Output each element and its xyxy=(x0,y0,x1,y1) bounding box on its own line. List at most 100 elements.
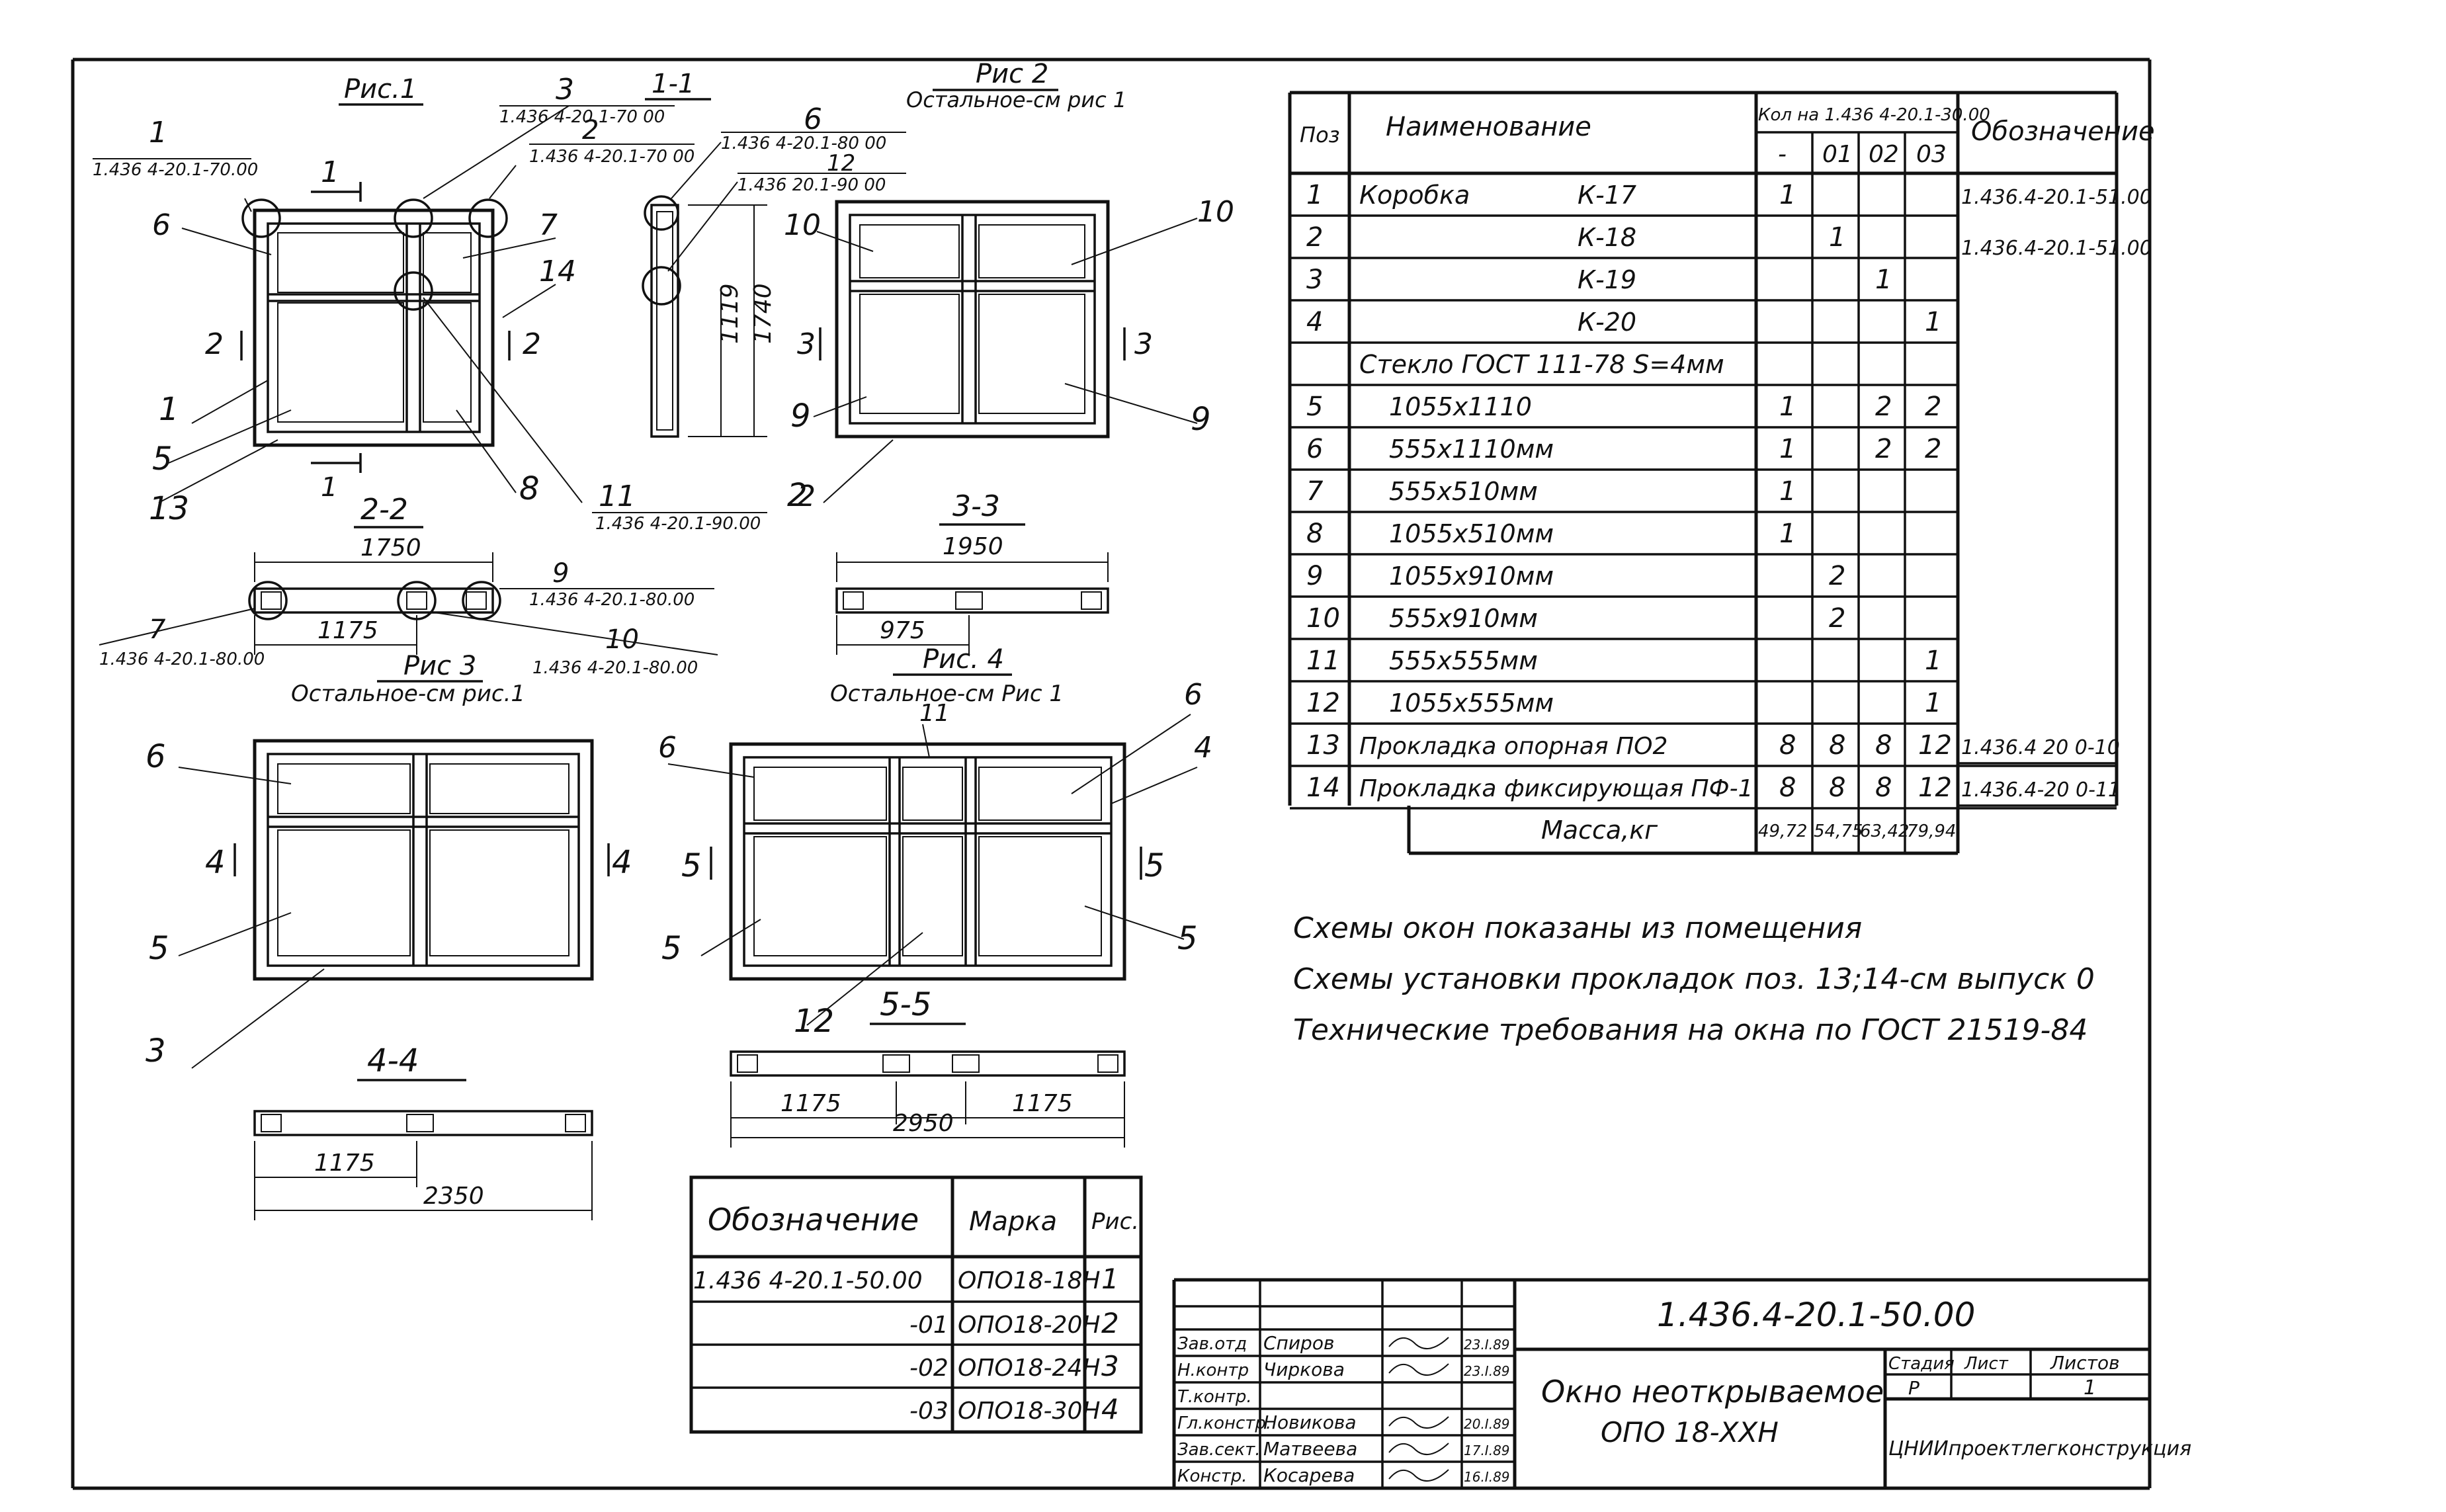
fig1-callout-ref: 1.436 4-20.1-70 00 xyxy=(529,147,695,167)
spec-cell-qty: 1 xyxy=(1779,180,1796,210)
marks-cell-mark: ОПО18-18Н xyxy=(958,1267,1100,1294)
spec-cell-mark: К-17 xyxy=(1578,181,1636,210)
signature-mark xyxy=(1388,1443,1449,1456)
fig2-label: 2 xyxy=(797,480,816,513)
spec-cell-pos: 5 xyxy=(1306,392,1323,422)
doc-name-line1: Окно неоткрываемое xyxy=(1541,1374,1884,1409)
sec22-callout-ref: 1.436 4-20.1-80.00 xyxy=(529,590,695,610)
signer-name: Косарева xyxy=(1263,1464,1355,1486)
dim-1119: 1119 xyxy=(716,283,743,344)
section-mark-4: 4 xyxy=(612,844,632,881)
spec-cell-name: 1055х1110 xyxy=(1389,392,1532,421)
spec-cell-name: 555х1110мм xyxy=(1389,435,1554,464)
spec-cell-name: Прокладка опорная ПО2 xyxy=(1359,733,1667,760)
dim-1740: 1740 xyxy=(749,283,777,344)
spec-cell-pos: 3 xyxy=(1306,265,1323,295)
section-mark-2: 2 xyxy=(205,327,224,361)
section-4-4-title: 4-4 xyxy=(367,1042,419,1079)
fig1-callout-num: 1 xyxy=(149,116,167,149)
fig1-callout-num: 12 xyxy=(827,150,855,177)
signer-name: Матвеева xyxy=(1263,1438,1357,1460)
fig3-title: Рис 3 xyxy=(403,651,476,681)
fig2-subtitle: Остальное-см рис 1 xyxy=(906,87,1126,112)
section-4-4: 4-4 1175 2350 xyxy=(253,1042,593,1220)
signer-date: 16.I.89 xyxy=(1464,1469,1510,1485)
mass-value: 79,94 xyxy=(1907,821,1956,841)
sec22-callout-ref: 1.436 4-20.1-80.00 xyxy=(99,650,265,669)
note-line: Схемы установки прокладок поз. 13;14-см … xyxy=(1293,962,2095,996)
signature-mark xyxy=(1388,1469,1449,1482)
spec-cell-designation: 1.436.4-20 0-11 xyxy=(1961,778,2121,802)
section-mark-4: 4 xyxy=(205,844,226,881)
dim-2350: 2350 xyxy=(423,1183,484,1210)
spec-cell-qty: 8 xyxy=(1779,730,1796,761)
fig2-label: 10 xyxy=(784,208,821,242)
spec-cell-name: Прокладка фиксирующая ПФ-1 xyxy=(1359,775,1753,802)
mass-value: 49,72 xyxy=(1758,821,1807,841)
section-mark-1: 1 xyxy=(321,155,339,189)
spec-cell-qty: 1 xyxy=(1925,688,1941,718)
spec-cell-pos: 13 xyxy=(1306,730,1340,761)
signer-role: Т.контр. xyxy=(1177,1387,1252,1407)
marks-cell-designation: -01 xyxy=(909,1312,949,1339)
marks-cell-designation: -03 xyxy=(909,1398,949,1425)
spec-cell-qty: 2 xyxy=(1875,392,1892,422)
signer-name: Новикова xyxy=(1263,1411,1357,1433)
fig1-callout-ref: 1.436 4-20.1-90.00 xyxy=(595,514,761,534)
fig3-label: 5 xyxy=(149,930,169,967)
section-1-1: 1-1 1119 1740 6 1.436 4-20.1-80 00 12 1.… xyxy=(642,69,906,438)
dim-1175: 1175 xyxy=(1012,1090,1073,1117)
fig1-callout-ref: 1.436 4-20.1-70 00 xyxy=(499,107,665,127)
fig1-callout-num: 2 xyxy=(582,115,599,146)
spec-cell-designation: 1.436.4 20 0-10 xyxy=(1961,736,2120,759)
marks-cell-fig: 3 xyxy=(1101,1350,1119,1382)
title-block: 1.436.4-20.1-50.00 Окно неоткрываемое ОП… xyxy=(1172,1278,2191,1490)
spec-cell-qty: 2 xyxy=(1829,603,1845,634)
fig4-title: Рис. 4 xyxy=(923,644,1004,675)
signer-date: 17.I.89 xyxy=(1464,1443,1510,1458)
fig1-callout-ref: 1.436 4-20.1-80 00 xyxy=(721,134,886,153)
signer-date: 23.I.89 xyxy=(1464,1337,1510,1353)
marks-cell-mark: ОПО18-30Н xyxy=(958,1398,1100,1425)
spec-cell-pos: 14 xyxy=(1306,773,1340,803)
spec-cell-name: Коробка xyxy=(1359,181,1470,210)
dim-2950: 2950 xyxy=(893,1110,954,1137)
fig4-label: 5 xyxy=(1177,920,1198,957)
spec-header-name: Наименование xyxy=(1386,112,1591,142)
spec-cell-qty: 8 xyxy=(1875,773,1892,803)
section-3-3: 3-3 1950 975 xyxy=(835,489,1109,655)
marks-cell-designation: -02 xyxy=(909,1355,949,1382)
spec-cell-pos: 8 xyxy=(1306,519,1323,549)
fig1-label: 6 xyxy=(152,208,171,242)
fig4-label: 4 xyxy=(1194,731,1212,765)
signer-role: Констр. xyxy=(1177,1466,1247,1486)
note-line: Схемы окон показаны из помещения xyxy=(1293,911,1862,945)
spec-cell-qty: 1 xyxy=(1875,265,1892,295)
spec-cell-pos: 12 xyxy=(1306,688,1340,718)
section-mark-1: 1 xyxy=(321,472,337,503)
doc-name-line2: ОПО 18-ХХН xyxy=(1601,1416,1779,1449)
section-mark-3: 3 xyxy=(797,327,816,361)
section-5-5-title: 5-5 xyxy=(880,986,931,1023)
spec-cell-pos: 11 xyxy=(1306,646,1340,676)
section-mark-3: 3 xyxy=(1134,327,1153,361)
section-mark-2: 2 xyxy=(523,327,541,361)
spec-cell-pos: 7 xyxy=(1306,476,1324,507)
spec-cell-qty: 1 xyxy=(1779,476,1796,507)
sec22-callout-num: 10 xyxy=(605,624,639,655)
spec-table: Поз Наименование Кол на 1.436 4-20.1-30.… xyxy=(1288,91,2155,855)
fig1-callout-num: 11 xyxy=(599,480,636,513)
fig1-callout-num: 6 xyxy=(804,103,822,136)
fig1-callout-ref: 1.436 4-20.1-70.00 xyxy=(93,160,258,180)
spec-cell-name: 555х910мм xyxy=(1389,604,1538,633)
fig1-label: 7 xyxy=(539,208,558,242)
spec-cell-qty: 12 xyxy=(1918,773,1952,803)
sheet-label: Лист xyxy=(1964,1354,2009,1374)
spec-cell-pos: 1 xyxy=(1306,180,1323,210)
spec-cell-name: 555х510мм xyxy=(1389,477,1538,506)
fig1-title: Рис.1 xyxy=(344,74,417,105)
dim-1175: 1175 xyxy=(780,1090,841,1117)
marks-cell-mark: ОПО18-20Н xyxy=(958,1312,1100,1339)
spec-cell-mark: К-18 xyxy=(1578,223,1636,252)
fig3-subtitle: Остальное-см рис.1 xyxy=(291,681,525,707)
